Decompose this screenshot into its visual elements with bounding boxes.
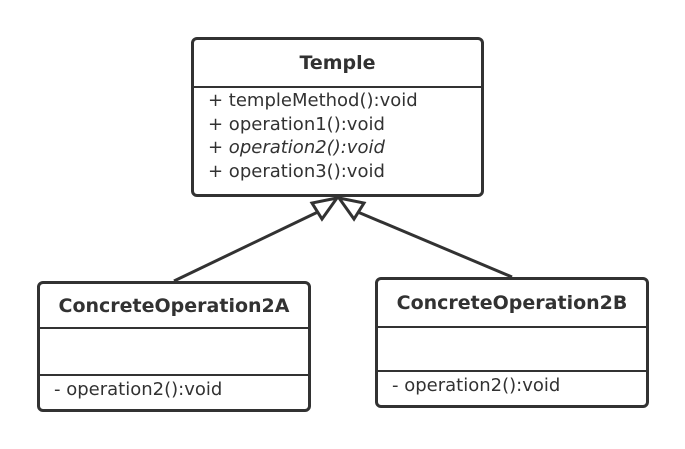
class-concrete-operation2a[interactable]: ConcreteOperation2A - operation2():void xyxy=(37,281,311,412)
attributes-compartment-concrete-operation2b xyxy=(378,328,646,372)
methods-compartment-concrete-operation2a: - operation2():void xyxy=(40,376,308,404)
class-name-temple: Temple xyxy=(194,40,481,88)
class-name-concrete-operation2a: ConcreteOperation2A xyxy=(40,284,308,329)
class-concrete-operation2b[interactable]: ConcreteOperation2B - operation2():void xyxy=(375,277,649,408)
methods-compartment-temple: + templeMethod():void + operation1():voi… xyxy=(194,88,481,183)
inheritance-arrowhead-concrete-b xyxy=(335,195,367,222)
methods-compartment-concrete-operation2b: - operation2():void xyxy=(378,372,646,400)
method-temple-method: + templeMethod():void xyxy=(208,90,418,111)
inheritance-edge-concrete-a[interactable] xyxy=(173,208,323,283)
method-operation1: + operation1():void xyxy=(208,113,385,135)
inheritance-arrowhead-concrete-a xyxy=(309,195,341,222)
inheritance-edge-concrete-b[interactable] xyxy=(352,208,513,279)
class-name-concrete-operation2b: ConcreteOperation2B xyxy=(378,280,646,328)
class-temple[interactable]: Temple + templeMethod():void + operation… xyxy=(191,37,484,197)
attributes-compartment-concrete-operation2a xyxy=(40,329,308,376)
method-operation2-abstract: + operation2():void xyxy=(208,137,385,158)
method-operation2-a: - operation2():void xyxy=(54,379,223,400)
method-operation2-b: - operation2():void xyxy=(392,375,561,396)
method-operation3: + operation3():void xyxy=(208,160,385,182)
